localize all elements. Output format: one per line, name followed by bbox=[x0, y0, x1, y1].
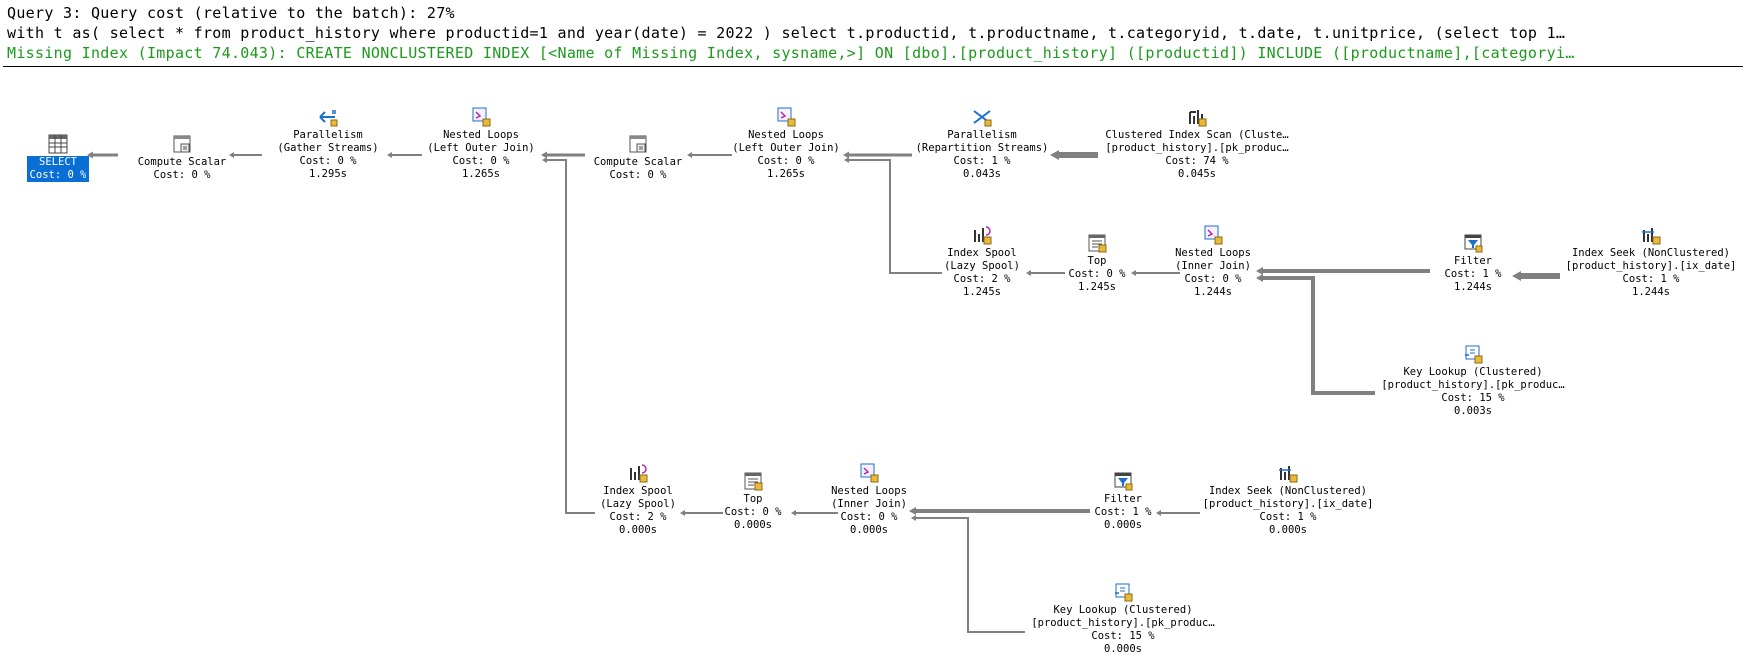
edge-compute2-to-nested1-arrowhead bbox=[541, 151, 547, 159]
plan-node-select[interactable]: SELECT Cost: 0 % bbox=[0, 133, 153, 186]
query-text-line[interactable]: with t as( select * from product_history… bbox=[7, 24, 1566, 42]
plan-node-index-spool-lazy[interactable]: Index Spool (Lazy Spool) Cost: 2 % 1.245… bbox=[887, 224, 1077, 299]
filter-icon bbox=[1112, 470, 1134, 492]
edge-gather-to-compute-arrowhead bbox=[229, 152, 234, 158]
plan-node-top-2[interactable]: Top Cost: 0 % 0.000s bbox=[658, 470, 848, 532]
index-spool-icon bbox=[971, 224, 993, 246]
nested-loops-icon bbox=[1202, 224, 1224, 246]
plan-node-compute-scalar[interactable]: Compute Scalar Cost: 0 % bbox=[87, 133, 277, 182]
edge-filter2-to-nested4-arrowhead bbox=[909, 507, 916, 515]
compute-scalar-icon bbox=[627, 133, 649, 155]
plan-node-filter[interactable]: Filter Cost: 1 % 1.244s bbox=[1378, 232, 1568, 294]
nested-loops-icon bbox=[470, 106, 492, 128]
edge-spool2-to-nested1-arrowhead bbox=[542, 157, 547, 163]
nested-loops-icon bbox=[775, 106, 797, 128]
plan-node-parallelism-repartition[interactable]: Parallelism (Repartition Streams) Cost: … bbox=[887, 106, 1077, 181]
edge-spool2-to-nested1[interactable] bbox=[546, 159, 595, 514]
plan-node-clustered-index-scan[interactable]: Clustered Index Scan (Cluste… [product_h… bbox=[1102, 106, 1292, 181]
edge-nested4-to-top2-arrowhead bbox=[791, 510, 796, 516]
edge-top1-to-spool1-arrowhead bbox=[1026, 270, 1031, 276]
edge-spool1-to-nested2-arrowhead bbox=[844, 157, 849, 163]
query-header: Query 3: Query cost (relative to the bat… bbox=[0, 0, 1747, 66]
index-seek-icon bbox=[1277, 462, 1299, 484]
plan-node-nested-loops-inner[interactable]: Nested Loops (Inner Join) Cost: 0 % 1.24… bbox=[1118, 224, 1308, 299]
plan-node-index-spool-lazy-2[interactable]: Index Spool (Lazy Spool) Cost: 2 % 0.000… bbox=[543, 462, 733, 537]
edge-keylookup2-to-nested4[interactable] bbox=[915, 517, 1025, 633]
edge-filter1-to-nested3-arrowhead bbox=[1256, 267, 1263, 275]
edge-nested3-to-top1-arrowhead bbox=[1131, 270, 1136, 276]
query-cost-line: Query 3: Query cost (relative to the bat… bbox=[7, 4, 455, 22]
parallelism-icon bbox=[317, 106, 339, 128]
filter-icon bbox=[1462, 232, 1484, 254]
plan-node-key-lookup-2[interactable]: Key Lookup (Clustered) [product_history]… bbox=[1028, 581, 1218, 656]
nested-loops-icon bbox=[858, 462, 880, 484]
header-divider bbox=[3, 66, 1743, 67]
table-grid-icon bbox=[47, 133, 69, 155]
parallelism-icon bbox=[971, 106, 993, 128]
top-icon bbox=[1086, 232, 1108, 254]
plan-node-top[interactable]: Top Cost: 0 % 1.245s bbox=[1002, 232, 1192, 294]
plan-node-key-lookup[interactable]: Key Lookup (Clustered) [product_history]… bbox=[1378, 343, 1568, 418]
selected-node-label: SELECT Cost: 0 % bbox=[26, 156, 90, 182]
clustered-index-scan-icon bbox=[1186, 106, 1208, 128]
edge-keylookup2-to-nested4-arrowhead bbox=[911, 515, 916, 521]
edge-scan-to-repart-arrowhead bbox=[1050, 150, 1059, 160]
plan-node-index-seek-nonclustered-2[interactable]: Index Seek (NonClustered) [product_histo… bbox=[1193, 462, 1383, 537]
edge-seek2-to-filter2-arrowhead bbox=[1156, 510, 1161, 516]
plan-node-nested-loops-inner-2[interactable]: Nested Loops (Inner Join) Cost: 0 % 0.00… bbox=[774, 462, 964, 537]
missing-index-line[interactable]: Missing Index (Impact 74.043): CREATE NO… bbox=[7, 44, 1575, 62]
edge-keylookup1-to-nested3-arrowhead bbox=[1256, 274, 1263, 282]
plan-node-index-seek-nonclustered[interactable]: Index Seek (NonClustered) [product_histo… bbox=[1556, 224, 1746, 299]
edge-repart-to-nested2-arrowhead bbox=[843, 151, 849, 159]
edge-nested1-to-gather-arrowhead bbox=[387, 152, 392, 158]
edge-keylookup1-to-nested3[interactable] bbox=[1262, 276, 1375, 395]
edge-compute-to-select-arrowhead bbox=[87, 151, 93, 159]
edge-spool1-to-nested2[interactable] bbox=[848, 159, 942, 274]
top-icon bbox=[742, 470, 764, 492]
edge-top2-to-spool2-arrowhead bbox=[680, 510, 685, 516]
edge-seek1-to-filter1-arrowhead bbox=[1512, 271, 1521, 281]
index-seek-icon bbox=[1640, 224, 1662, 246]
plan-node-parallelism-gather[interactable]: Parallelism (Gather Streams) Cost: 0 % 1… bbox=[233, 106, 423, 181]
key-lookup-icon bbox=[1112, 581, 1134, 603]
plan-node-compute-scalar-2[interactable]: Compute Scalar Cost: 0 % bbox=[543, 133, 733, 182]
plan-node-nested-loops-left-outer[interactable]: Nested Loops (Left Outer Join) Cost: 0 %… bbox=[386, 106, 576, 181]
key-lookup-icon bbox=[1462, 343, 1484, 365]
plan-node-nested-loops-left-outer-2[interactable]: Nested Loops (Left Outer Join) Cost: 0 %… bbox=[691, 106, 881, 181]
compute-scalar-icon bbox=[171, 133, 193, 155]
plan-node-filter-2[interactable]: Filter Cost: 1 % 0.000s bbox=[1028, 470, 1218, 532]
index-spool-icon bbox=[627, 462, 649, 484]
edge-nested2-to-compute2-arrowhead bbox=[687, 152, 692, 158]
